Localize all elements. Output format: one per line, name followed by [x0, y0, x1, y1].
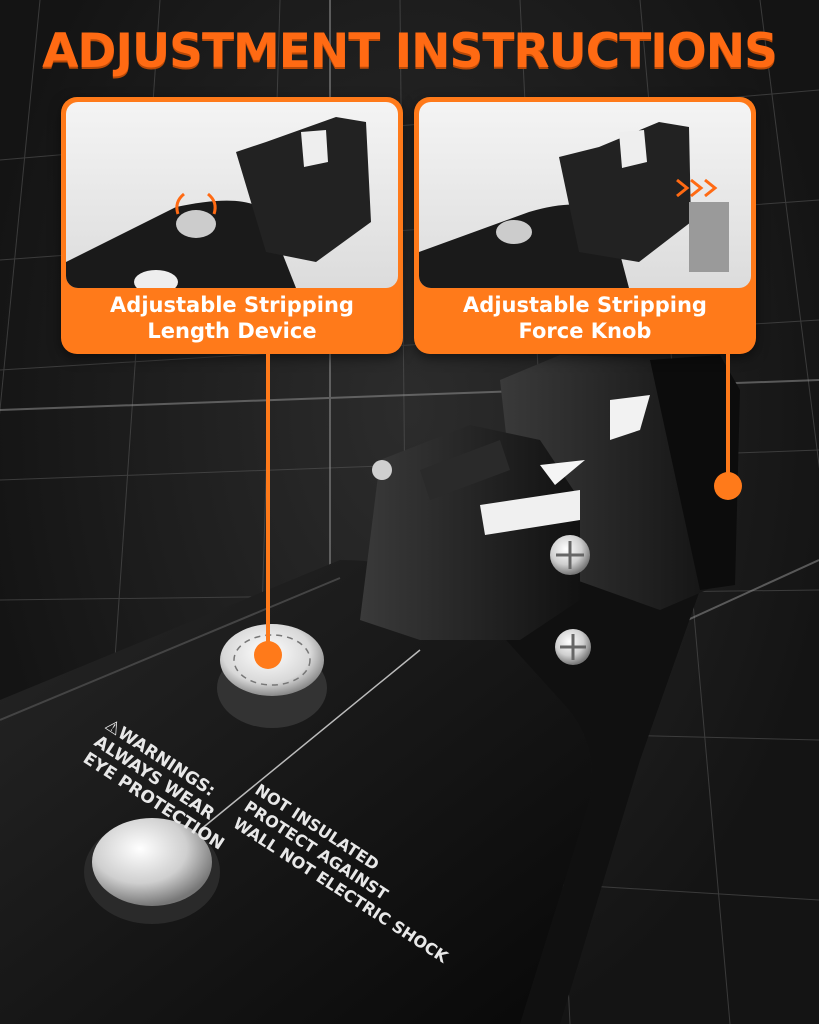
caption-line-1: Adjustable Stripping — [463, 293, 707, 317]
stripping-force-photo — [419, 102, 751, 288]
headline: ADJUSTMENT INSTRUCTIONS — [42, 24, 778, 79]
leader-dot-force — [714, 472, 742, 500]
caption-line-1: Adjustable Stripping — [110, 293, 354, 317]
leader-line-force — [726, 352, 730, 480]
leader-dot-length — [254, 641, 282, 669]
callout-caption: Adjustable Stripping Force Knob — [419, 288, 751, 348]
caption-line-2: Length Device — [147, 319, 317, 343]
callout-stripping-force: Adjustable Stripping Force Knob — [414, 97, 756, 354]
caption-line-2: Force Knob — [518, 319, 652, 343]
leader-line-length — [266, 352, 270, 654]
callout-caption: Adjustable Stripping Length Device — [66, 288, 398, 348]
stripping-length-photo — [66, 102, 398, 288]
pivot-rivet — [92, 818, 212, 906]
front-jaw-block — [360, 425, 580, 640]
callout-stripping-length: Adjustable Stripping Length Device — [61, 97, 403, 354]
